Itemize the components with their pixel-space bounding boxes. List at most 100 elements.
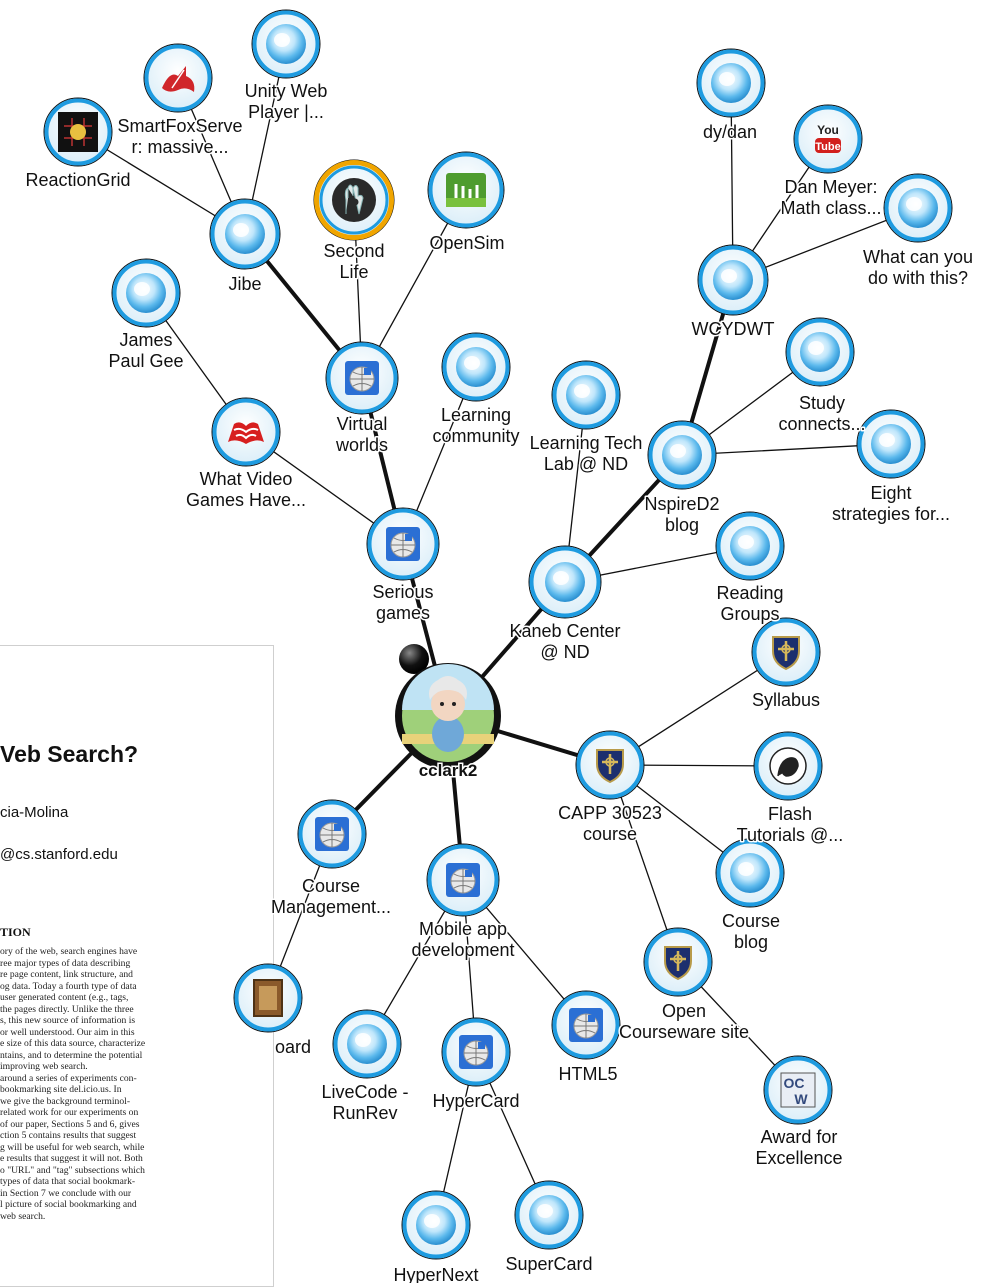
node-unity[interactable] bbox=[251, 9, 321, 79]
node-label-reading: Groups bbox=[720, 604, 779, 624]
node-award[interactable]: OCW bbox=[763, 1055, 833, 1125]
node-label-meyer: Math class... bbox=[780, 198, 881, 218]
wikipedia-globe-icon bbox=[459, 1035, 493, 1069]
node-ring bbox=[367, 508, 439, 580]
node-capp[interactable] bbox=[575, 730, 645, 800]
node-nspire[interactable] bbox=[647, 420, 717, 490]
node-eight[interactable] bbox=[856, 409, 926, 479]
node-label-board: oard bbox=[275, 1037, 311, 1057]
node-dydan[interactable] bbox=[696, 48, 766, 118]
node-wcydwt[interactable] bbox=[697, 244, 769, 316]
node-label-study: Study bbox=[799, 393, 845, 413]
node-learningcomm[interactable] bbox=[441, 332, 511, 402]
node-opencourse[interactable] bbox=[643, 927, 713, 997]
paper-body-line: the pages directly. Unlike the three bbox=[0, 1003, 134, 1015]
node-board[interactable] bbox=[233, 963, 303, 1033]
node-jibe[interactable] bbox=[209, 198, 281, 270]
paper-body-line: related work for our experiments on bbox=[0, 1107, 139, 1118]
bubble-icon bbox=[566, 375, 606, 415]
node-ring bbox=[764, 1056, 832, 1124]
node-ring bbox=[212, 398, 280, 466]
bubble-icon bbox=[711, 63, 751, 103]
node-ring bbox=[884, 174, 952, 242]
node-study[interactable] bbox=[785, 317, 855, 387]
bubble-icon bbox=[529, 1195, 569, 1235]
avatar-icon bbox=[402, 664, 494, 752]
node-whatvideo[interactable] bbox=[211, 397, 281, 467]
node-label-virtual: Virtual bbox=[337, 414, 388, 434]
node-courseblog[interactable] bbox=[715, 838, 785, 908]
paper-email: @cs.stanford.edu bbox=[0, 846, 118, 863]
node-supercard[interactable] bbox=[514, 1180, 584, 1250]
notre-dame-shield-icon bbox=[596, 749, 624, 784]
bubble-icon bbox=[800, 332, 840, 372]
node-ring bbox=[716, 512, 784, 580]
svg-text:You: You bbox=[817, 123, 839, 137]
node-label-nspire: blog bbox=[665, 515, 699, 535]
node-label-whatvideo: What Video bbox=[200, 469, 293, 489]
labels-layer: SeriousgamesVirtualworldsJibeReactionGri… bbox=[24, 80, 975, 1284]
paper-body-line: re page content, link structure, and bbox=[0, 969, 133, 980]
bubble-icon bbox=[126, 273, 166, 313]
node-ring bbox=[794, 105, 862, 173]
paper-body-line: ory of the web, search engines have bbox=[0, 946, 138, 957]
ocw-logo-icon: OCW bbox=[780, 1072, 816, 1108]
bubble-icon bbox=[347, 1024, 387, 1064]
node-ring bbox=[786, 318, 854, 386]
bubble-icon bbox=[713, 260, 753, 300]
node-label-whatcan: do with this? bbox=[868, 268, 968, 288]
node-mobile[interactable] bbox=[426, 843, 500, 917]
node-label-courseblog: blog bbox=[734, 932, 768, 952]
node-label-study: connects... bbox=[778, 414, 865, 434]
node-livecode[interactable] bbox=[332, 1009, 402, 1079]
node-label-hypernext: HyperNext bbox=[393, 1265, 478, 1283]
node-smartfox[interactable] bbox=[143, 43, 213, 113]
bubble-icon bbox=[545, 562, 585, 602]
opensim-logo-icon bbox=[446, 173, 486, 207]
node-html5[interactable] bbox=[551, 990, 621, 1060]
wikipedia-globe-icon bbox=[569, 1008, 603, 1042]
node-serious[interactable] bbox=[366, 507, 440, 581]
node-label-kaneb: Kaneb Center bbox=[509, 621, 620, 641]
node-ring bbox=[754, 732, 822, 800]
node-syllabus[interactable] bbox=[751, 617, 821, 687]
edge-nspire-eight bbox=[681, 443, 892, 456]
node-flash[interactable] bbox=[753, 731, 823, 801]
bubble-icon bbox=[898, 188, 938, 228]
node-learningtech[interactable] bbox=[551, 360, 621, 430]
node-cclark2[interactable] bbox=[395, 644, 501, 769]
node-virtual[interactable] bbox=[325, 341, 399, 415]
node-coursemgmt[interactable] bbox=[297, 799, 367, 869]
wikipedia-globe-icon bbox=[345, 361, 379, 395]
node-hypercard[interactable] bbox=[441, 1017, 511, 1087]
paper-title: Veb Search? bbox=[0, 741, 139, 767]
notre-dame-shield-icon bbox=[772, 636, 800, 671]
svg-text:Tube: Tube bbox=[815, 141, 840, 153]
node-ring bbox=[648, 421, 716, 489]
node-hypernext[interactable] bbox=[401, 1190, 471, 1260]
bubble-icon bbox=[416, 1205, 456, 1245]
node-label-mobile: Mobile app bbox=[419, 919, 507, 939]
edge-capp-opencourse bbox=[609, 764, 679, 963]
node-label-capp: course bbox=[583, 824, 637, 844]
node-reading[interactable] bbox=[715, 511, 785, 581]
drag-handle-icon[interactable] bbox=[399, 644, 429, 674]
node-label-unity: Player |... bbox=[248, 102, 324, 122]
open-book-icon bbox=[228, 422, 264, 444]
bubble-icon bbox=[662, 435, 702, 475]
node-opensim[interactable] bbox=[427, 151, 505, 229]
node-ring bbox=[442, 1018, 510, 1086]
paper-body-line: o "URL" and "tag" subsections which bbox=[0, 1164, 145, 1176]
node-reactiongrid[interactable] bbox=[43, 97, 113, 167]
reactiongrid-logo-icon bbox=[58, 112, 98, 152]
node-secondlife[interactable] bbox=[313, 159, 395, 241]
node-gee[interactable] bbox=[111, 258, 181, 328]
bubble-icon bbox=[871, 424, 911, 464]
bubble-icon bbox=[730, 853, 770, 893]
node-label-flash: Flash bbox=[768, 804, 812, 824]
node-whatcan[interactable] bbox=[883, 173, 953, 243]
node-label-html5: HTML5 bbox=[558, 1064, 617, 1084]
node-kaneb[interactable] bbox=[528, 545, 602, 619]
